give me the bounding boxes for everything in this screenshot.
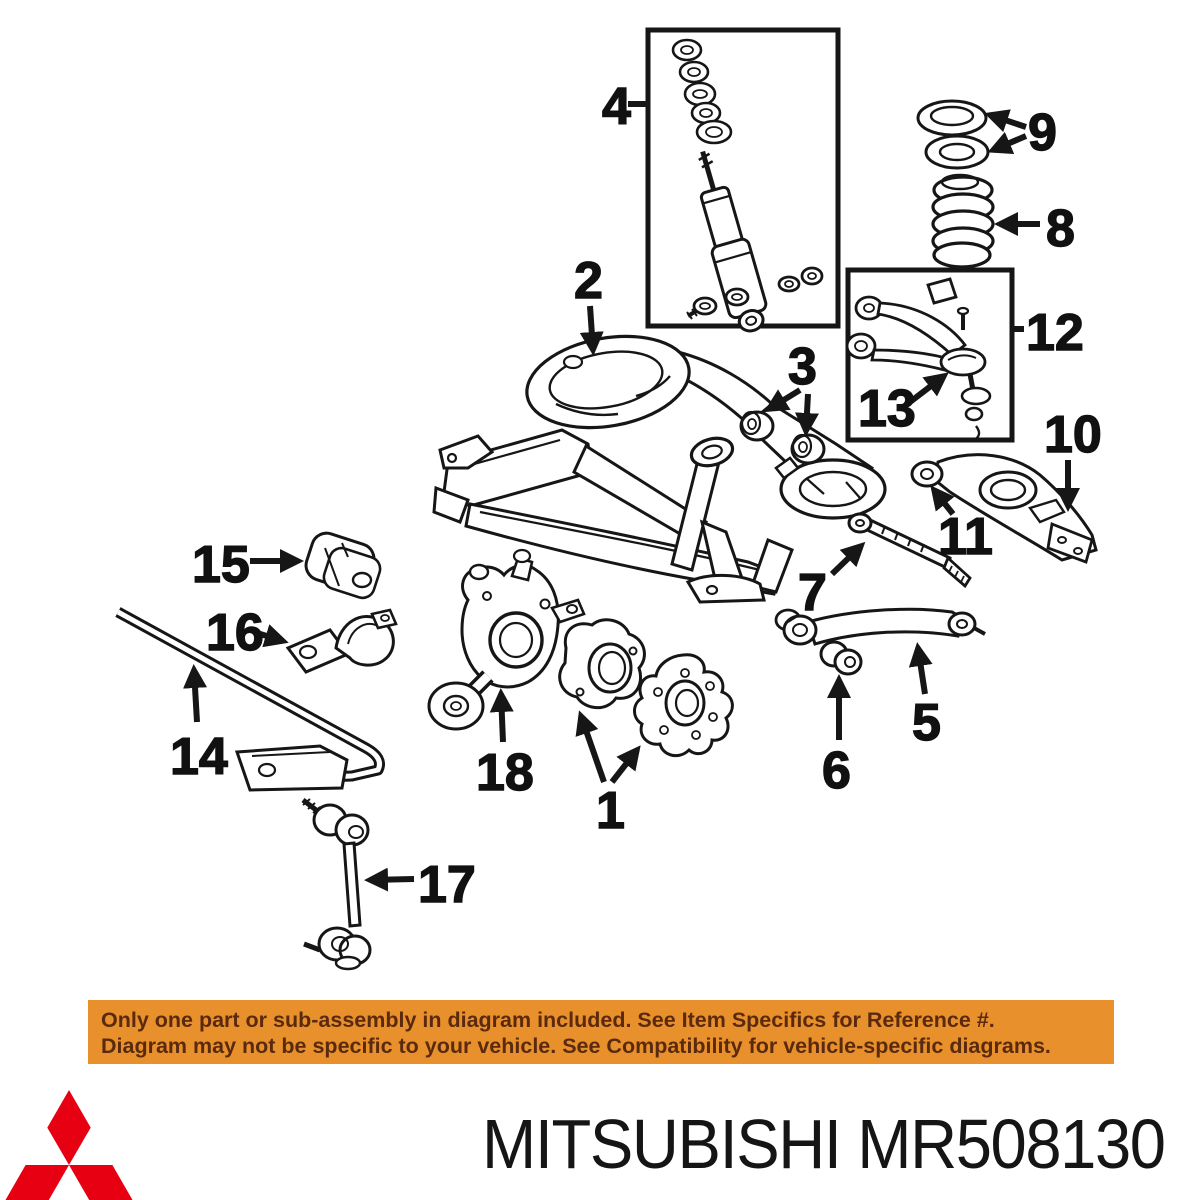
part-label-2: 2 xyxy=(574,252,603,310)
leader-arrow-1b xyxy=(609,745,641,784)
leader-arrow-9a xyxy=(984,109,1027,133)
leader-arrow-17 xyxy=(364,867,415,892)
part-1-hub-bearing-drawing xyxy=(558,618,734,758)
leader-arrow-13 xyxy=(908,372,949,405)
suspension-parts-diagram: 1 2 3 4 5 6 7 8 9 10 11 12 13 14 15 16 1… xyxy=(115,27,1103,971)
part-14-stabilizer-bar-drawing xyxy=(115,607,385,792)
part-label-4: 4 xyxy=(602,78,631,136)
part-label-11: 11 xyxy=(938,508,993,566)
part-10-lower-arm-drawing xyxy=(910,453,1098,564)
part-label-5: 5 xyxy=(912,694,941,752)
diamond-bottom-left xyxy=(5,1165,69,1200)
disclaimer-line-1: Only one part or sub-assembly in diagram… xyxy=(101,1008,995,1032)
brand-part-number-text: MITSUBISHI MR508130 xyxy=(482,1105,1166,1183)
part-12-upper-arm-drawing xyxy=(845,267,1015,443)
part-6-bushing-drawing xyxy=(819,640,863,676)
part-16-stab-bracket-drawing xyxy=(285,608,398,674)
leader-arrow-16 xyxy=(256,624,289,648)
part-label-7: 7 xyxy=(798,564,827,622)
part-label-15: 15 xyxy=(192,536,250,594)
part-15-stab-bushing-drawing xyxy=(304,531,382,600)
part-label-3: 3 xyxy=(788,338,817,396)
mitsubishi-logo-icon xyxy=(5,1090,133,1200)
part-5-lateral-arm-drawing xyxy=(774,607,986,646)
leader-arrow-7 xyxy=(829,541,866,577)
part-label-10: 10 xyxy=(1044,406,1102,464)
leader-arrow-11 xyxy=(930,485,956,516)
part-4-shock-absorber-drawing xyxy=(645,27,841,333)
part-7-strut-rod-drawing xyxy=(847,512,972,589)
part-label-14: 14 xyxy=(170,728,228,786)
part-label-8: 8 xyxy=(1046,200,1075,258)
leader-arrow-3b xyxy=(794,393,819,437)
part-label-16: 16 xyxy=(206,604,264,662)
part-label-13: 13 xyxy=(858,380,916,438)
leader-arrow-18 xyxy=(489,688,514,743)
part-label-9: 9 xyxy=(1028,104,1057,162)
leader-arrow-1a xyxy=(575,710,607,783)
disclaimer-banner: Only one part or sub-assembly in diagram… xyxy=(88,1000,1114,1064)
part-17-stab-link-drawing xyxy=(301,798,372,971)
disclaimer-line-2: Diagram may not be specific to your vehi… xyxy=(101,1034,1051,1058)
part-9-spring-seats-drawing xyxy=(916,99,990,170)
leader-arrow-9b xyxy=(987,131,1028,155)
diamond-top xyxy=(47,1090,91,1165)
part-label-17: 17 xyxy=(418,856,476,914)
leader-arrows xyxy=(183,101,1080,892)
leader-arrow-14 xyxy=(183,664,208,723)
part-2-subframe-drawing xyxy=(432,334,887,604)
leader-arrow-2 xyxy=(579,305,604,356)
diamond-bottom-right xyxy=(69,1165,133,1200)
leader-arrow-5 xyxy=(908,642,933,695)
part-labels: 1 2 3 4 5 6 7 8 9 10 11 12 13 14 15 16 1… xyxy=(169,77,1102,914)
leader-arrow-3a xyxy=(763,387,802,413)
part-label-18: 18 xyxy=(476,744,534,802)
part-label-12: 12 xyxy=(1026,304,1084,362)
part-18-knuckle-drawing xyxy=(427,548,586,731)
part-label-1: 1 xyxy=(596,782,625,840)
part-8-coil-spring-drawing xyxy=(931,173,995,269)
part-3-bushings-drawing xyxy=(739,410,826,465)
part-label-6: 6 xyxy=(822,742,851,800)
